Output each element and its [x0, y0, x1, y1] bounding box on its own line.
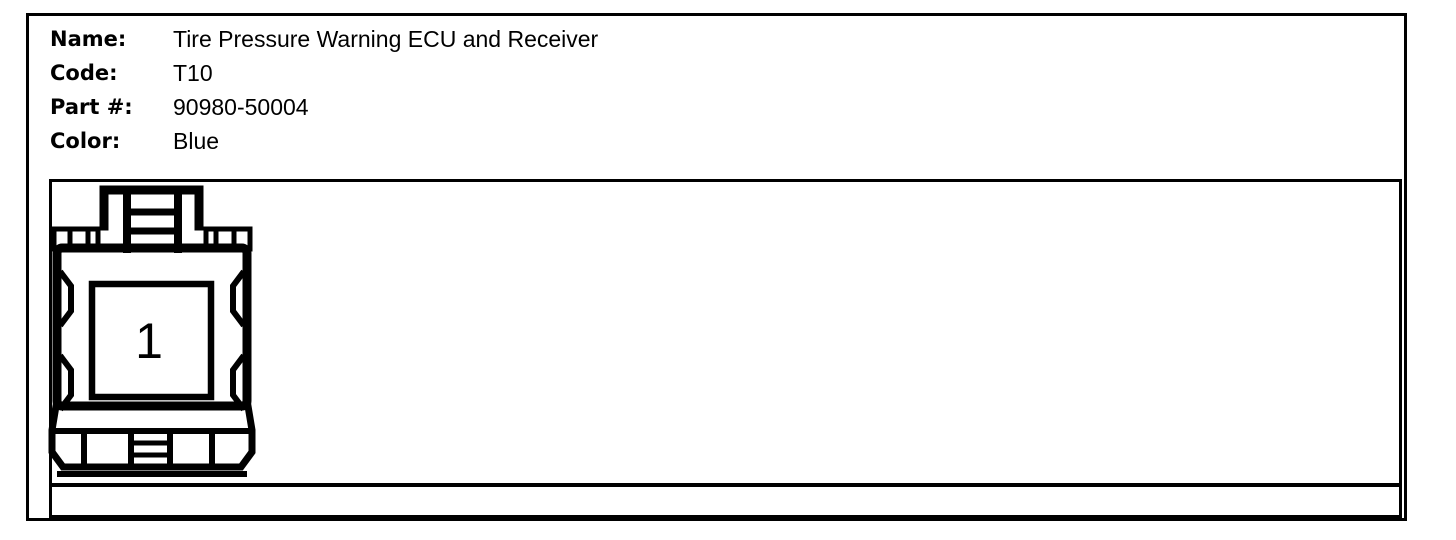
connector-base-dividers: [81, 428, 215, 467]
connector-base: [48, 401, 256, 471]
field-value-code: T10: [173, 59, 213, 86]
diagram-panel: [49, 179, 1402, 518]
field-value-part-number: 90980-50004: [173, 93, 309, 120]
connector-body: [52, 243, 252, 411]
connector-latch-outer: [99, 185, 204, 231]
field-label-color: Color:: [50, 129, 121, 153]
field-label-part-number: Part #:: [50, 95, 133, 119]
pin-cavity: [88, 280, 215, 401]
panel-divider: [52, 483, 1399, 487]
connector-latch-rungs: [123, 208, 182, 235]
header-fields: Name: Tire Pressure Warning ECU and Rece…: [50, 22, 598, 158]
field-row-part-number: Part #: 90980-50004: [50, 90, 598, 124]
field-row-color: Color: Blue: [50, 124, 598, 158]
connector-base-middle-lines: [128, 440, 173, 458]
field-row-code: Code: T10: [50, 56, 598, 90]
pin-1-label: 1: [135, 313, 163, 369]
field-value-name: Tire Pressure Warning ECU and Receiver: [173, 25, 599, 52]
connector-diagram: 1: [48, 185, 256, 477]
connector-notches-left: [57, 269, 74, 412]
field-label-name: Name:: [50, 27, 127, 51]
connector-notches-right: [230, 269, 247, 412]
field-label-code: Code:: [50, 61, 118, 85]
field-value-color: Blue: [173, 127, 220, 154]
connector-latch-posts: [123, 186, 182, 253]
field-row-name: Name: Tire Pressure Warning ECU and Rece…: [50, 22, 598, 56]
